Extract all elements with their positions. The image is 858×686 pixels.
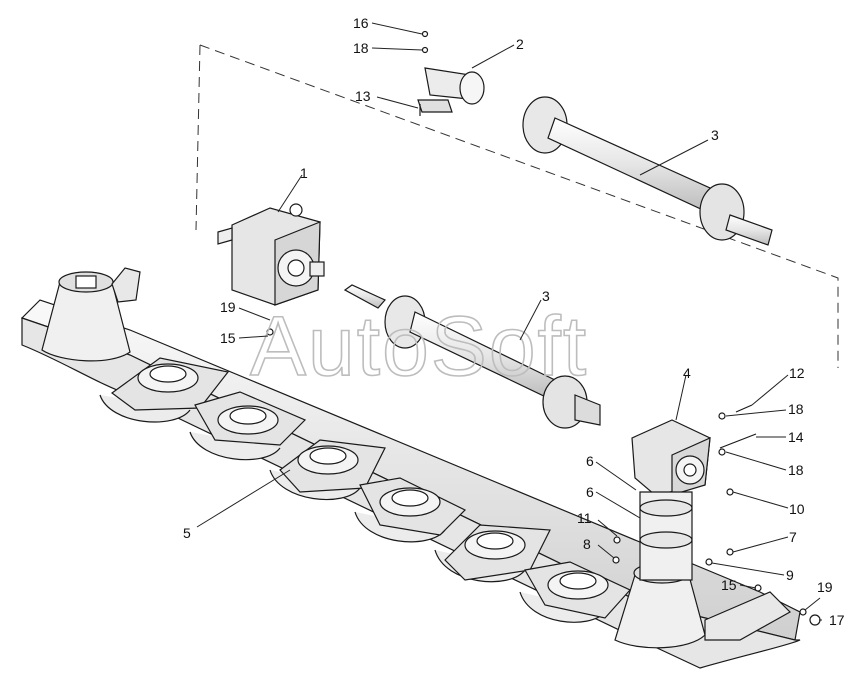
- callout-2: 2: [516, 36, 524, 52]
- disc-5: [444, 524, 551, 581]
- callout-9: 9: [786, 567, 794, 583]
- callout-1: 1: [300, 165, 308, 181]
- callout-18-low: 18: [788, 462, 804, 478]
- callout-16: 16: [353, 15, 369, 31]
- callout-13: 13: [355, 88, 371, 104]
- callout-15-right: 15: [721, 577, 737, 593]
- callout-15-left: 15: [220, 330, 236, 346]
- disc-6: [524, 561, 631, 619]
- callout-17: 17: [829, 612, 845, 628]
- callout-6-upper: 6: [586, 453, 594, 469]
- disc-4: [359, 477, 467, 536]
- fasteners: [266, 30, 821, 626]
- coupling-2: [417, 67, 485, 113]
- callout-8: 8: [583, 536, 591, 552]
- callout-19-left: 19: [220, 299, 236, 315]
- support-column: [639, 491, 693, 581]
- disc-1: [110, 357, 230, 411]
- callout-labels: 16 18 2 13 3 1 3 19 15 4 12 18 14 18 6 6…: [183, 15, 845, 628]
- gearbox-4: [631, 419, 711, 496]
- watermark-text: AutoSoft: [250, 299, 588, 393]
- callout-18-mid: 18: [788, 401, 804, 417]
- callout-3-lower: 3: [542, 288, 550, 304]
- gearbox-1: [217, 203, 325, 306]
- disc-2: [194, 391, 307, 446]
- callout-6-lower: 6: [586, 484, 594, 500]
- cutting-discs: [110, 357, 631, 619]
- callout-18: 18: [353, 40, 369, 56]
- callout-12: 12: [789, 365, 805, 381]
- assembly-boundary-dashed: [195, 44, 839, 368]
- leader-lines: [196, 22, 822, 621]
- callout-3-upper: 3: [711, 127, 719, 143]
- callout-14: 14: [788, 429, 804, 445]
- drive-shaft-3-lower: [343, 284, 601, 429]
- callout-19-right: 19: [817, 579, 833, 595]
- callout-11: 11: [577, 510, 592, 526]
- callout-10: 10: [789, 501, 805, 517]
- callout-4: 4: [683, 365, 691, 381]
- callout-7: 7: [789, 529, 797, 545]
- callout-5: 5: [183, 525, 191, 541]
- drive-shaft-3-upper: [522, 96, 773, 246]
- disc-3: [279, 439, 386, 493]
